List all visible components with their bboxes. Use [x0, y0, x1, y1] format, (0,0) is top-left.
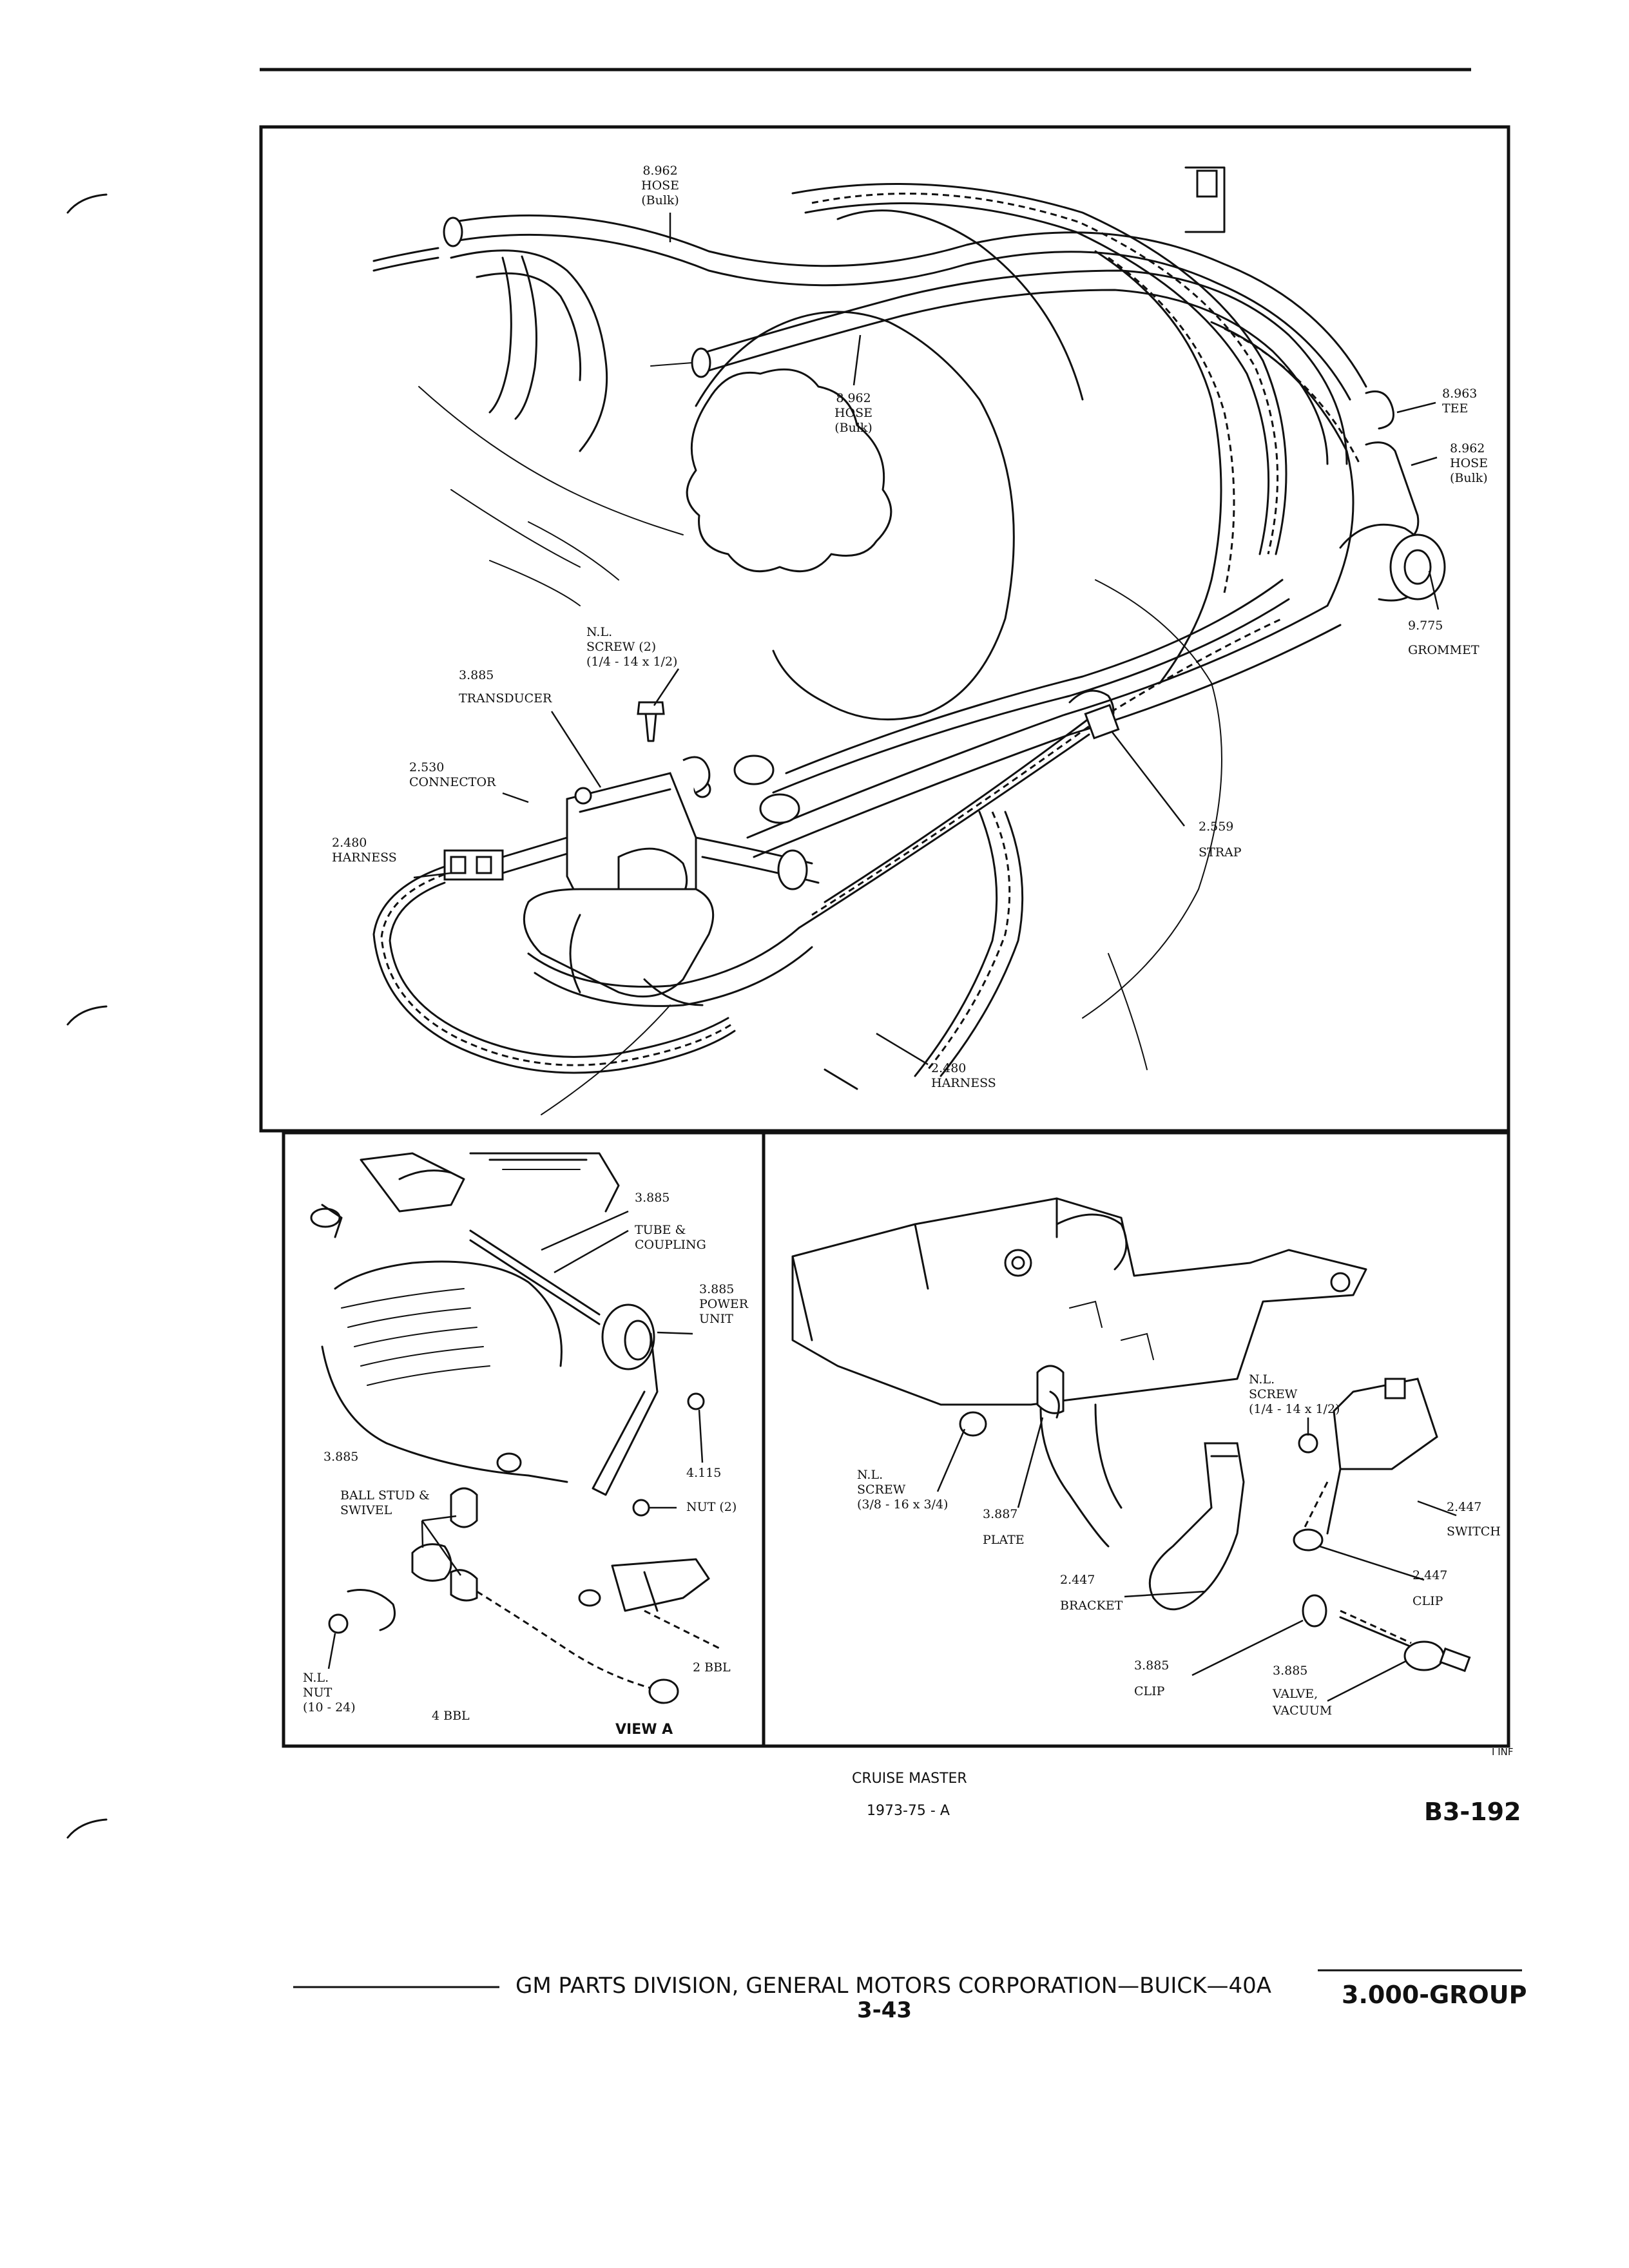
- binder-mark: [66, 1818, 108, 1839]
- callout-nl-screw: N.L.SCREW (2)(1/4 - 14 x 1/2): [586, 625, 678, 669]
- twisted-harness: [372, 865, 736, 1074]
- caption-title: CRUISE MASTER: [852, 1771, 967, 1787]
- callout-nl-screw-r: N.L.SCREW(1/4 - 14 x 1/2): [1249, 1372, 1340, 1416]
- tee-fitting: [1339, 390, 1446, 602]
- callout-four-bbl: 4 BBL: [432, 1709, 470, 1723]
- footer-page-number: 3-43: [857, 1997, 912, 2023]
- footer-division: GM PARTS DIVISION, GENERAL MOTORS CORPOR…: [516, 1973, 1271, 1999]
- callout-nl-nut: N.L.NUT(10 - 24): [303, 1671, 356, 1715]
- binder-mark: [66, 1005, 108, 1026]
- lower-bundles: [746, 579, 1342, 1090]
- callout-ball-stud: BALL STUD &SWIVEL: [340, 1488, 430, 1517]
- leader-lines: [327, 213, 1457, 1702]
- callout-nut-2: NUT (2): [686, 1500, 737, 1514]
- view-a-label: VIEW A: [615, 1722, 673, 1738]
- bottom-panels-frame: [282, 1131, 1510, 1748]
- callout-nl-screw-plate: N.L.SCREW(3/8 - 16 x 3/4): [857, 1468, 949, 1512]
- transducer-assembly: [443, 701, 820, 1007]
- caption-years: 1973-75 - A: [867, 1803, 950, 1819]
- footer-group: 3.000-GROUP: [1342, 1981, 1527, 2009]
- callout-ll-3885-top: 3.885: [635, 1191, 670, 1205]
- view-a-art: [310, 1152, 722, 1704]
- air-cleaner: [686, 368, 892, 573]
- corner-code: I INF: [1492, 1746, 1514, 1758]
- engine-outline: [418, 209, 1222, 1115]
- callout-nut-4115: 4.115: [686, 1466, 722, 1480]
- wire-bundle: [791, 166, 1361, 684]
- callout-two-bbl: 2 BBL: [693, 1660, 731, 1675]
- binder-mark: [66, 193, 108, 214]
- callout-tube-coupling: TUBE &COUPLING: [635, 1223, 706, 1252]
- brake-bracket-art: [791, 1197, 1471, 1673]
- callout-ll-3885-left: 3.885: [323, 1450, 359, 1464]
- figure-code: B3-192: [1424, 1798, 1521, 1826]
- top-panel-frame: [259, 125, 1510, 1133]
